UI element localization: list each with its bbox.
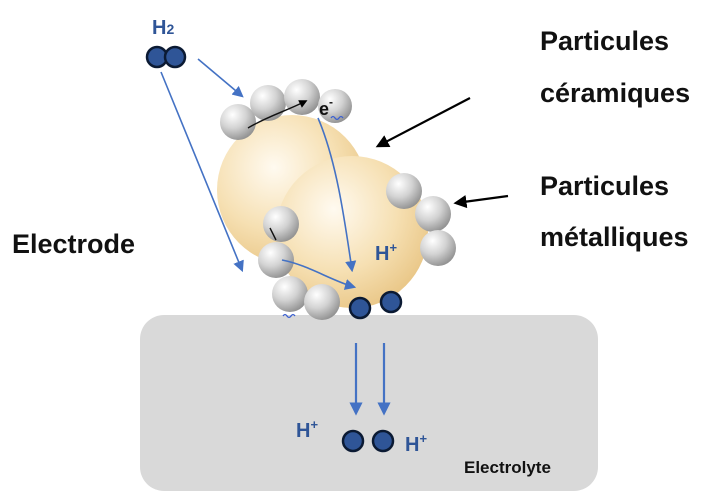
proton-label-electrolyte-right: H+ bbox=[405, 431, 428, 456]
electron-label: e- bbox=[319, 95, 334, 119]
electrolyte-label: Electrolyte bbox=[464, 458, 551, 477]
bond-line bbox=[269, 227, 277, 241]
ceramic-label-line2: céramiques bbox=[540, 78, 691, 108]
metal-cluster-top bbox=[220, 79, 352, 140]
metallic-label-line2: métalliques bbox=[540, 222, 689, 252]
h2-label: H2 bbox=[152, 17, 175, 39]
proton-path-horizontal bbox=[281, 259, 357, 290]
metal-cluster-right bbox=[386, 173, 456, 266]
electron-path bbox=[247, 100, 308, 129]
metallic-label-line1: Particules bbox=[540, 171, 670, 201]
h2-arrow-to-electrode bbox=[160, 71, 244, 273]
h2-molecule-icon bbox=[145, 45, 187, 69]
interface-protons bbox=[348, 290, 403, 320]
electrolyte-block bbox=[140, 315, 598, 491]
electrolyte-protons bbox=[341, 429, 395, 453]
ceramic-pointer-arrow bbox=[375, 97, 471, 148]
metal-cluster-left bbox=[258, 206, 340, 320]
proton-label-electrolyte-left: H+ bbox=[296, 417, 319, 442]
proton-path-vertical bbox=[317, 117, 357, 273]
surface-wave-icon bbox=[282, 313, 296, 319]
h2-arrow-to-top bbox=[197, 58, 244, 98]
h2-subscript: 2 bbox=[166, 21, 175, 37]
electrode-label: Electrode bbox=[12, 229, 136, 259]
electron-wave-icon bbox=[330, 115, 344, 121]
ceramic-label-line1: Particules bbox=[540, 26, 670, 56]
proton-label-electrode: H+ bbox=[375, 240, 398, 265]
metallic-pointer-arrow bbox=[453, 194, 509, 209]
